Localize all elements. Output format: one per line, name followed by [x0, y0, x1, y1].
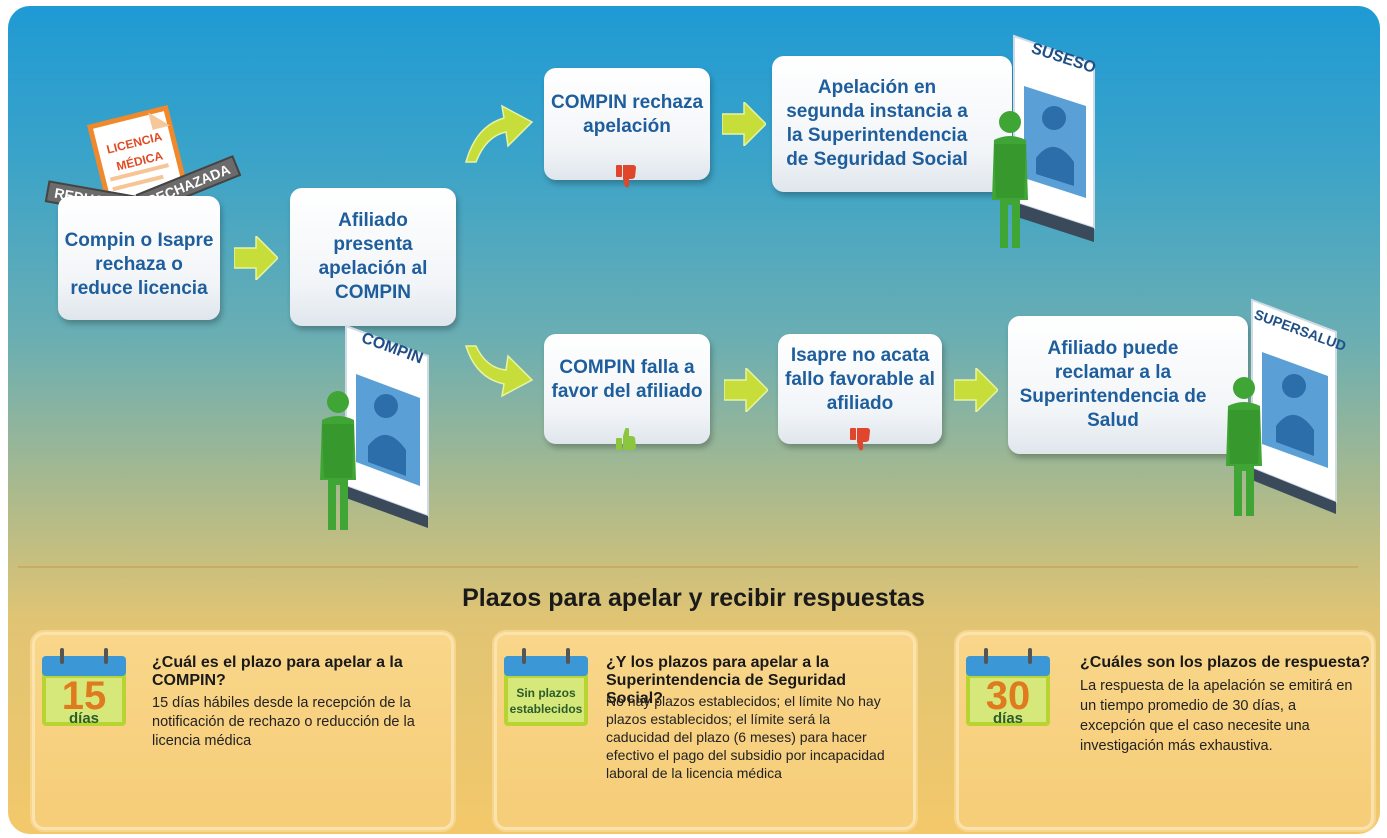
arrow-right-icon — [724, 368, 768, 412]
calendar-icon: Sin plazos establecidos — [504, 646, 588, 728]
step-rejects: COMPIN rechaza apelación — [544, 68, 710, 180]
thumbs-down-icon — [616, 165, 636, 188]
step-isapre-no-text: Isapre no acata fallo favorable al afili… — [785, 345, 935, 414]
calendar-icon: 30 días — [966, 646, 1050, 728]
curved-arrow-up-icon — [465, 104, 534, 163]
step-claim: Afiliado puede reclamar a la Superintend… — [1008, 316, 1248, 454]
suseso-office: SUSESO — [986, 30, 1106, 250]
thumbs-up-icon — [616, 428, 636, 450]
section-divider — [18, 566, 1358, 568]
calendar-unit: días — [68, 710, 99, 727]
calendar-icon: 15 días — [42, 646, 126, 728]
step-start: Compin o Isapre rechaza o reduce licenci… — [58, 196, 220, 320]
calendar-text-2: establecidos — [509, 702, 583, 716]
arrow-right-icon — [722, 102, 766, 146]
card-3-body: La respuesta de la apelación se emitirá … — [1080, 678, 1353, 754]
supersalud-office: SUPERSALUD — [1222, 296, 1348, 520]
thumbs-down-icon — [850, 428, 870, 451]
arrow-right-icon — [234, 236, 278, 280]
curved-arrow-down-icon — [464, 345, 534, 398]
card-3-title: ¿Cuáles son los plazos de respuesta? — [1080, 654, 1370, 671]
deadline-card-3: 30 días ¿Cuáles son los plazos de respue… — [954, 630, 1376, 832]
section-title: Plazos para apelar y recibir respuestas — [462, 584, 925, 612]
step-isapre-no: Isapre no acata fallo favorable al afili… — [778, 334, 942, 444]
card-2-body: No hay plazos establecidos; el límite No… — [606, 693, 885, 781]
arrow-right-icon — [954, 368, 998, 412]
calendar-text-1: Sin plazos — [516, 686, 576, 700]
card-1-title: ¿Cuál es el plazo para apelar a la COMPI… — [152, 654, 403, 689]
step-appeal-text: Afiliado presenta apelación al COMPIN — [318, 210, 428, 303]
step-start-text: Compin o Isapre rechaza o reduce licenci… — [64, 230, 214, 299]
compin-office: COMPIN — [316, 320, 440, 530]
calendar-unit: días — [992, 710, 1023, 727]
step-favor: COMPIN falla a favor del afiliado — [544, 334, 710, 444]
deadline-card-2: Sin plazos establecidos ¿Y los plazos pa… — [492, 630, 918, 832]
step-favor-text: COMPIN falla a favor del afiliado — [551, 357, 703, 402]
step-appeal: Afiliado presenta apelación al COMPIN — [290, 188, 456, 326]
calendar-number: 30 — [985, 674, 1031, 718]
step-rejects-text: COMPIN rechaza apelación — [550, 92, 704, 137]
medical-license-document: LICENCIA MÉDICA REDUCIDA RECHAZADA — [44, 98, 241, 228]
card-1-body: 15 días hábiles desde la recepción de la… — [152, 695, 415, 749]
step-second-instance-text: Apelación en segunda instancia a la Supe… — [786, 77, 968, 170]
calendar-number: 15 — [61, 674, 107, 718]
step-second-instance: Apelación en segunda instancia a la Supe… — [772, 56, 1012, 192]
deadline-card-1: 15 días ¿Cuál es el plazo para apelar a … — [30, 630, 456, 832]
step-claim-text: Afiliado puede reclamar a la Superintend… — [1019, 338, 1207, 431]
card-2-title: ¿Y los plazos para apelar a la Superinte… — [606, 654, 847, 707]
